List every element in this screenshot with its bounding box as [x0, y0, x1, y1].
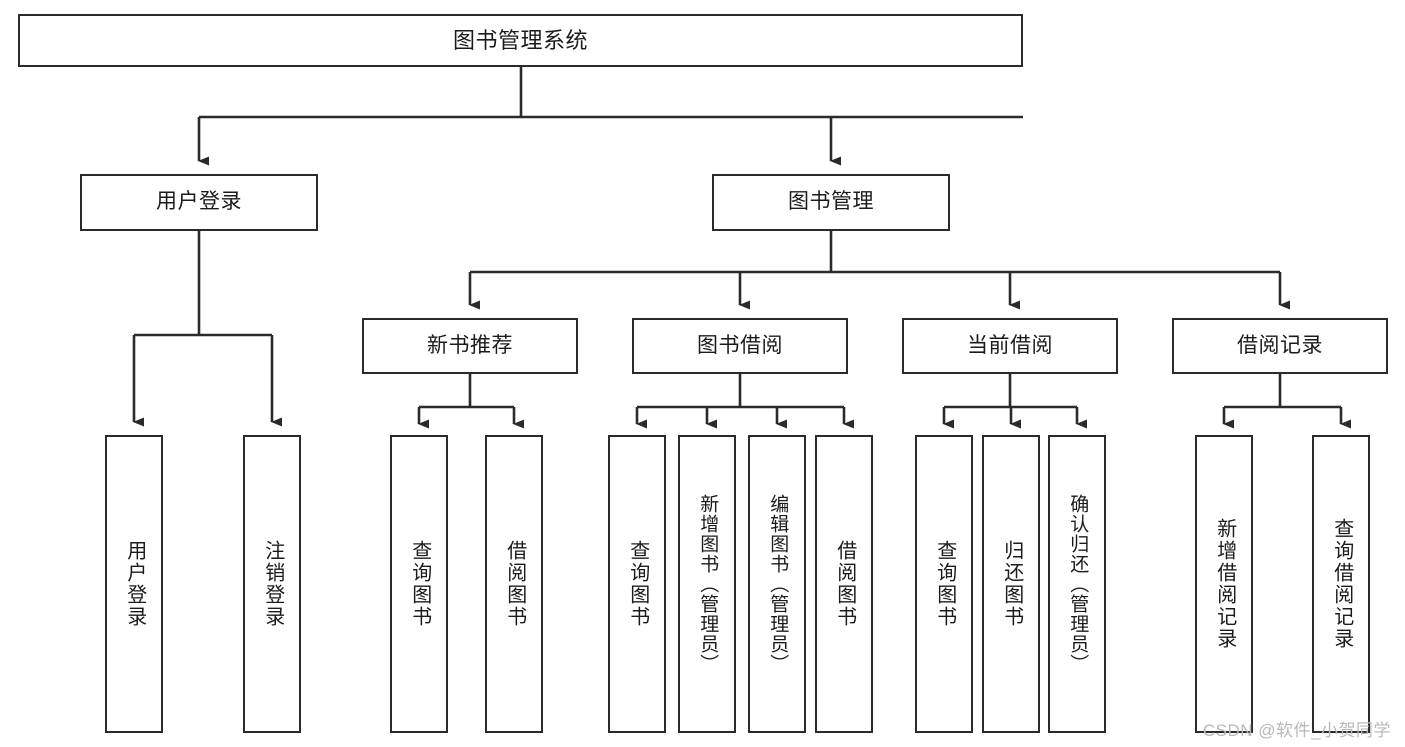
node-label: 查询图书: [933, 540, 956, 628]
node-label: 图书管理: [788, 190, 874, 214]
node-book-management[interactable]: 图书管理: [712, 174, 950, 231]
csdn-watermark: CSDN @软件_小贺同学: [1202, 721, 1391, 740]
node-label: 新书推荐: [427, 333, 513, 357]
node-leaf-edit-book-admin[interactable]: 编辑图书（管理员）: [748, 435, 806, 733]
node-label: 图书借阅: [697, 333, 783, 357]
node-label: 新增借阅记录: [1213, 518, 1236, 650]
node-user-login[interactable]: 用户登录: [80, 174, 318, 231]
node-leaf-query-book-recommend[interactable]: 查询图书: [390, 435, 448, 733]
node-book-borrow[interactable]: 图书借阅: [632, 318, 848, 374]
node-label: 借阅图书: [833, 540, 856, 628]
node-label: 注销登录: [261, 540, 284, 628]
node-label: 确认归还（管理员）: [1067, 494, 1089, 674]
edges-newbook-to-leaves: [417, 374, 524, 429]
node-leaf-query-book-current[interactable]: 查询图书: [915, 435, 973, 733]
edges-root-to-level2: [197, 67, 1023, 166]
node-root-system[interactable]: 图书管理系统: [18, 14, 1023, 67]
node-leaf-query-borrow-record[interactable]: 查询借阅记录: [1312, 435, 1370, 733]
node-label: 借阅记录: [1237, 333, 1323, 357]
node-label: 查询借阅记录: [1330, 518, 1353, 650]
node-label: 当前借阅: [967, 333, 1053, 357]
node-new-book-recommend[interactable]: 新书推荐: [362, 318, 578, 374]
edges-bookborrow-to-leaves: [635, 374, 854, 429]
node-label: 新增图书（管理员）: [697, 494, 719, 674]
node-leaf-add-book-admin[interactable]: 新增图书（管理员）: [678, 435, 736, 733]
node-leaf-query-book-borrow[interactable]: 查询图书: [608, 435, 666, 733]
node-label: 归还图书: [1000, 540, 1023, 628]
node-leaf-logout[interactable]: 注销登录: [243, 435, 301, 733]
node-label: 查询图书: [626, 540, 649, 628]
node-leaf-user-login[interactable]: 用户登录: [105, 435, 163, 733]
node-label: 用户登录: [123, 540, 146, 628]
node-label: 用户登录: [156, 190, 242, 214]
edges-borrowrecord-to-leaves: [1222, 374, 1351, 429]
node-leaf-borrow-book-recommend[interactable]: 借阅图书: [485, 435, 543, 733]
node-label: 编辑图书（管理员）: [767, 494, 789, 674]
node-leaf-borrow-book[interactable]: 借阅图书: [815, 435, 873, 733]
node-leaf-confirm-return-admin[interactable]: 确认归还（管理员）: [1048, 435, 1106, 733]
node-label: 图书管理系统: [452, 27, 588, 53]
node-leaf-add-borrow-record[interactable]: 新增借阅记录: [1195, 435, 1253, 733]
edges-currentborrow-to-leaves: [942, 374, 1087, 429]
node-borrow-record[interactable]: 借阅记录: [1172, 318, 1388, 374]
node-label: 借阅图书: [503, 540, 526, 628]
node-leaf-return-book[interactable]: 归还图书: [982, 435, 1040, 733]
node-current-borrow[interactable]: 当前借阅: [902, 318, 1118, 374]
node-label: 查询图书: [408, 540, 431, 628]
edges-userlogin-to-leaves: [132, 231, 282, 427]
edges-bookmgmt-to-level3: [468, 231, 1290, 310]
